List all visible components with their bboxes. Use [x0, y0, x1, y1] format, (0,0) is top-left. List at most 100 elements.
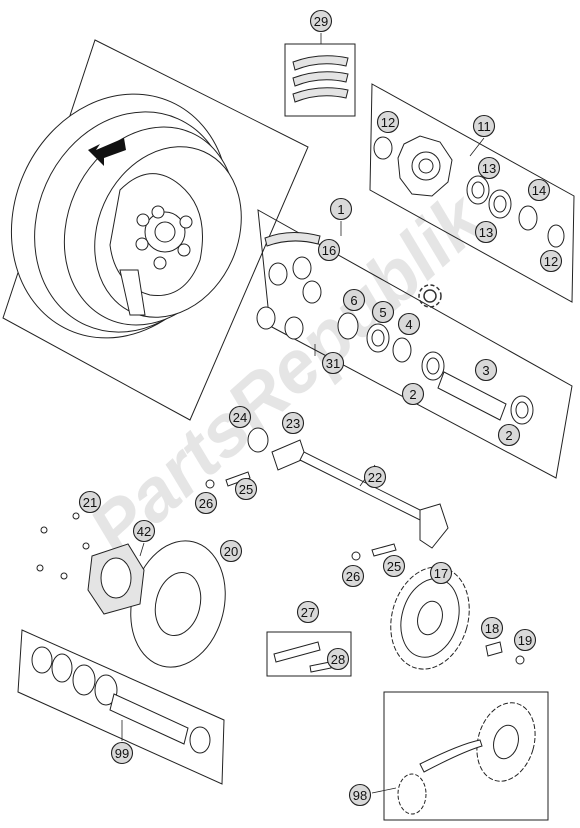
callout-circle [341, 564, 365, 588]
callout-c25b: 25 [382, 554, 406, 578]
chain-link-frame [266, 631, 352, 677]
gear-icon [418, 284, 442, 308]
callout-c2a: 2 [401, 382, 425, 406]
callout-circle [539, 249, 563, 273]
callout-circle [382, 554, 406, 578]
chain-kit-frame [383, 691, 549, 821]
callout-number: 2 [505, 428, 512, 443]
callout-c3: 3 [474, 358, 498, 382]
callout-c27: 27 [296, 600, 320, 624]
chain-link-parts [273, 641, 332, 673]
callout-circle [513, 628, 537, 652]
callout-number: 17 [434, 566, 448, 581]
callout-circle [527, 178, 551, 202]
rear-axle [205, 427, 449, 561]
callout-number: 16 [322, 243, 336, 258]
callout-c12b: 12 [539, 249, 563, 273]
leader-lines [121, 33, 485, 794]
rotation-arrow-icon [88, 138, 126, 166]
callout-c31: 31 [321, 351, 345, 375]
callout-c5: 5 [371, 300, 395, 324]
hub-group-frame [257, 209, 573, 479]
callout-circle [219, 539, 243, 563]
cush-drive-dampers [256, 232, 534, 425]
callout-c4: 4 [397, 312, 421, 336]
callout-number: 22 [368, 470, 382, 485]
callout-c1: 1 [329, 197, 353, 221]
callout-c2b: 2 [497, 423, 521, 447]
callout-number: 28 [331, 652, 345, 667]
callout-c21: 21 [78, 490, 102, 514]
callout-circle [376, 110, 400, 134]
callout-c6: 6 [342, 288, 366, 312]
callout-number: 12 [381, 115, 395, 130]
callout-circle [348, 783, 372, 807]
callout-c26a: 26 [194, 491, 218, 515]
callout-circle [132, 519, 156, 543]
callout-circle [474, 358, 498, 382]
callout-circle [78, 490, 102, 514]
callout-circle [429, 561, 453, 585]
callout-number: 14 [532, 183, 546, 198]
callout-number: 5 [379, 305, 386, 320]
callout-circle [110, 741, 134, 765]
callout-c13b: 13 [474, 220, 498, 244]
chain-kit-parts [397, 702, 536, 815]
callout-number: 3 [482, 363, 489, 378]
wheel-decal-strips [292, 55, 349, 103]
callout-circle [281, 411, 305, 435]
callout-number: 98 [353, 788, 367, 803]
callout-number: 31 [326, 356, 340, 371]
callout-number: 21 [83, 495, 97, 510]
callout-number: 13 [479, 225, 493, 240]
callout-circle [309, 9, 333, 33]
callout-number: 20 [224, 544, 238, 559]
callout-c16: 16 [317, 238, 341, 262]
callout-c23: 23 [281, 411, 305, 435]
rear-wheel [10, 93, 242, 339]
sprocket-carrier [373, 135, 565, 248]
callout-circle [234, 477, 258, 501]
callout-number: 25 [239, 482, 253, 497]
callout-circle [472, 114, 496, 138]
callout-c25a: 25 [234, 477, 258, 501]
callout-circle [321, 351, 345, 375]
callout-number: 42 [137, 524, 151, 539]
callout-c20: 20 [219, 539, 243, 563]
callout-c99: 99 [110, 741, 134, 765]
callout-circle [329, 197, 353, 221]
callout-c24: 24 [228, 405, 252, 429]
callout-c11: 11 [472, 114, 496, 138]
callout-number: 2 [409, 387, 416, 402]
callout-circle [401, 382, 425, 406]
callout-number: 6 [350, 293, 357, 308]
callout-c29: 29 [309, 9, 333, 33]
callout-circle [371, 300, 395, 324]
callout-c17: 17 [429, 561, 453, 585]
callout-circle [397, 312, 421, 336]
callout-circle [480, 616, 504, 640]
bearing-kit-frame [17, 629, 225, 785]
callout-number: 26 [199, 496, 213, 511]
callout-c19: 19 [513, 628, 537, 652]
callout-c22: 22 [363, 465, 387, 489]
callout-circle [296, 600, 320, 624]
callout-c26b: 26 [341, 564, 365, 588]
callout-circle [194, 491, 218, 515]
disc-bolts [36, 512, 90, 580]
callout-number: 11 [477, 119, 491, 134]
callout-circle [474, 220, 498, 244]
sprocket-carrier-frame [369, 83, 575, 303]
callout-circle [342, 288, 366, 312]
callout-number: 12 [544, 254, 558, 269]
callout-c13a: 13 [477, 156, 501, 180]
callout-c14: 14 [527, 178, 551, 202]
callout-number: 4 [405, 317, 412, 332]
callout-number: 29 [314, 14, 328, 29]
brake-disc-adapter [87, 543, 145, 615]
callout-c12a: 12 [376, 110, 400, 134]
bearing-kit-parts [31, 646, 211, 754]
callout-number: 25 [387, 559, 401, 574]
